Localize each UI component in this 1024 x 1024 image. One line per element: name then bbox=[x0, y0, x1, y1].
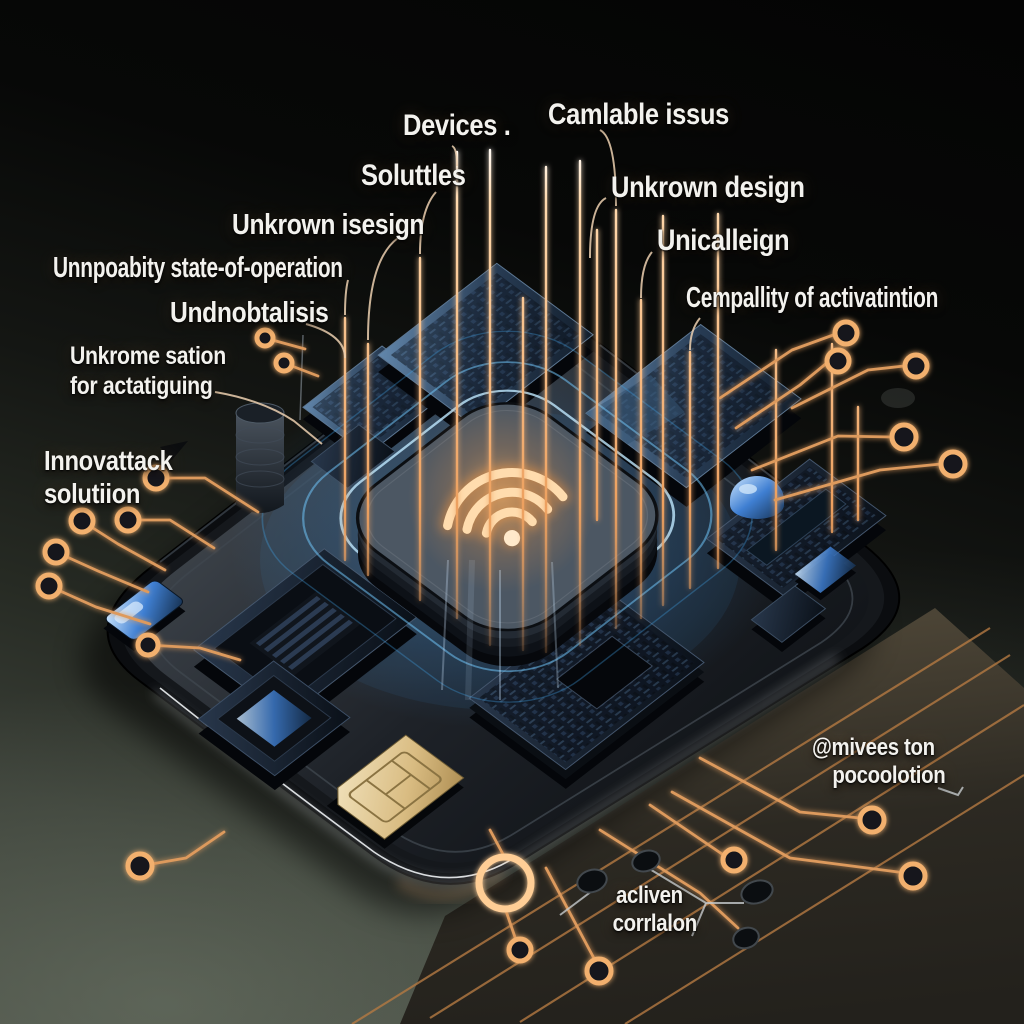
label-cempallity: Cempallity of activatintion bbox=[686, 282, 939, 314]
label-innovattack-line1: Innovattack bbox=[44, 445, 173, 476]
lower-deck-surface bbox=[400, 608, 1024, 1024]
label-leader-lines bbox=[160, 129, 701, 460]
label-soluttles: Soluttles bbox=[361, 159, 466, 192]
label-unicalleign: Unicalleign bbox=[657, 224, 790, 257]
pointer-arrow bbox=[160, 441, 188, 460]
label-imivees-line2: pocoolotion bbox=[832, 762, 946, 790]
chip-stack bbox=[197, 660, 351, 791]
chip-crystal-top bbox=[302, 262, 594, 489]
chip-blue-glass bbox=[103, 580, 186, 652]
dust-blob bbox=[881, 388, 915, 408]
chip-right bbox=[705, 458, 887, 610]
label-imivees-line1: @mivees ton bbox=[812, 734, 935, 761]
label-camlable-issus: Camlable issus bbox=[548, 98, 729, 131]
label-innovattack-line2: solutiion bbox=[44, 478, 141, 510]
label-imivees: @mivees ton pocoolotion bbox=[812, 734, 946, 791]
label-unkrome-sation-line2: for actatiguing bbox=[70, 371, 213, 400]
label-unkrown-design: Unkrown design bbox=[611, 171, 805, 204]
label-unkrome-sation: Unkrome sation for actatiguing bbox=[70, 342, 226, 401]
label-undnobtalisis: Undnobtalisis bbox=[170, 297, 329, 329]
bezel-glint-orange bbox=[397, 872, 504, 897]
label-unkrome-sation-line1: Unkrome sation bbox=[70, 342, 226, 370]
dome-component bbox=[730, 476, 784, 519]
label-innovattack: Innovattack solutiion bbox=[44, 444, 173, 510]
sim-card bbox=[326, 734, 465, 849]
label-devices: Devices . bbox=[403, 109, 511, 142]
wifi-icon bbox=[407, 403, 597, 593]
label-acliven-line1: acliven bbox=[616, 882, 683, 909]
label-unkrown-isesign: Unkrown isesign bbox=[232, 209, 425, 241]
label-acliven-line2: corrlalon bbox=[612, 910, 698, 938]
label-unnpoabity: Unnpoabity state-of-operation bbox=[53, 252, 343, 284]
circuit-traces bbox=[35, 319, 968, 986]
chip-detailed bbox=[468, 590, 705, 789]
chip-small-row bbox=[750, 546, 857, 652]
label-acliven: acliven corrlalon bbox=[612, 882, 698, 939]
silver-traces bbox=[559, 786, 964, 950]
